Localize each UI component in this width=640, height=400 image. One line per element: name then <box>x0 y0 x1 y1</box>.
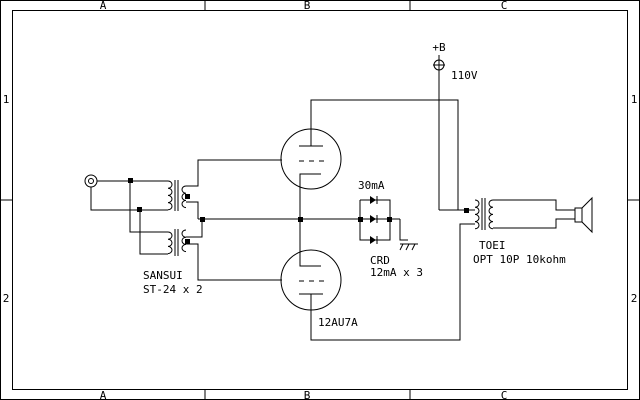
column-label-a-top: A <box>100 0 107 12</box>
supply-voltage: 110V <box>451 69 478 82</box>
triode-lower <box>280 219 468 341</box>
output-transformer <box>468 198 575 230</box>
tube-type-label: 12AU7A <box>318 316 358 329</box>
triode-upper <box>280 99 468 219</box>
speaker-icon <box>574 196 593 234</box>
column-label-a-bottom: A <box>100 389 107 400</box>
crd-spec: 12mA x 3 <box>370 266 423 279</box>
input-transformer-upper <box>167 180 190 211</box>
b-plus-supply <box>433 55 469 213</box>
crd-label: CRD <box>370 254 390 267</box>
ground-icon <box>399 243 418 251</box>
grid-wiring <box>186 159 360 281</box>
input-wiring <box>129 181 168 255</box>
output-transformer-spec: OPT 10P 10kohm <box>473 253 566 266</box>
column-label-b-top: B <box>304 0 311 12</box>
supply-label: +B <box>432 41 446 54</box>
column-label-b-bottom: B <box>304 389 311 400</box>
input-transformer-maker: SANSUI <box>143 269 183 282</box>
input-transformer-lower <box>167 229 190 256</box>
column-label-c-top: C <box>501 0 508 12</box>
row-label-1-right: 1 <box>631 93 638 106</box>
row-label-2-left: 2 <box>3 292 10 305</box>
column-label-c-bottom: C <box>501 389 508 400</box>
crd-current-label: 30mA <box>358 179 385 192</box>
output-transformer-maker: TOEI <box>479 239 506 252</box>
input-jack <box>84 174 168 212</box>
row-label-2-right: 2 <box>631 292 638 305</box>
input-transformer-model: ST-24 x 2 <box>143 283 203 296</box>
crd-array <box>358 196 408 244</box>
row-label-1-left: 1 <box>3 93 10 106</box>
